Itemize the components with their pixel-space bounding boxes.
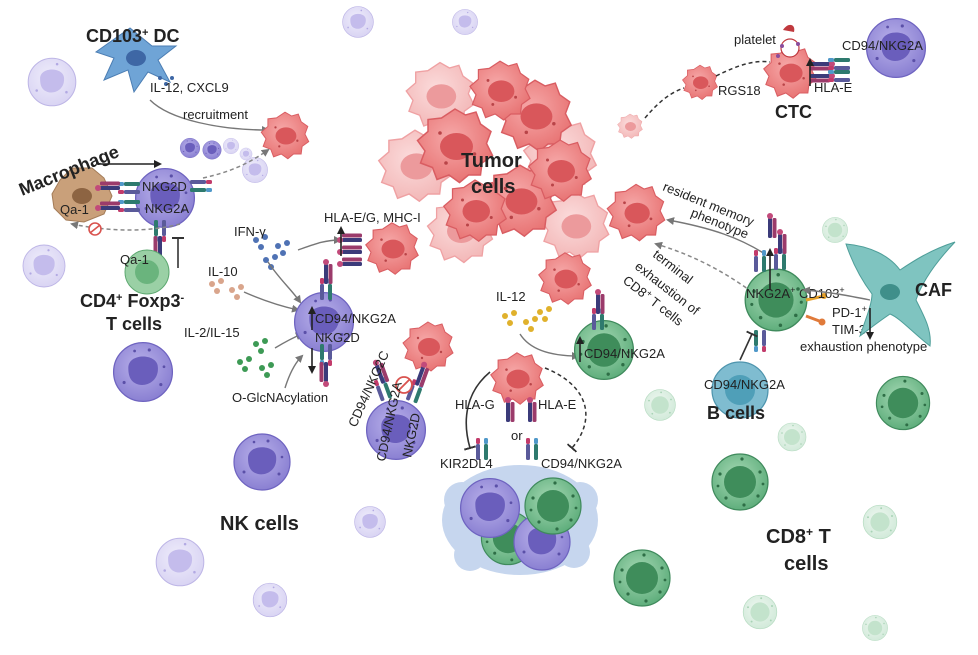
caf-label: CAF xyxy=(915,280,952,300)
ifn-to-tumor-arrow xyxy=(297,236,342,251)
nk-cell-macrophage xyxy=(134,167,196,229)
il12-dots xyxy=(502,306,552,332)
cd94-nkg2a-bottom-label: CD94/NKG2A xyxy=(541,456,622,471)
hla-eg-mhc-label: HLA-E/G, MHC-I xyxy=(324,210,421,225)
caf-arrow xyxy=(802,286,871,301)
ifn-gamma-dots xyxy=(253,234,290,270)
hla-g-inhibition xyxy=(463,371,491,451)
cd4-treg-label-1: CD4+ Foxp3- xyxy=(80,291,184,311)
cd8-t-cells-label-2: cells xyxy=(784,553,828,575)
b-cells-label: B cells xyxy=(707,403,765,423)
small-tumor-cell xyxy=(617,113,643,139)
nk-to-tumor-dashed xyxy=(202,148,270,179)
qa1-treg-label: Qa-1 xyxy=(120,252,149,267)
nk-to-macrophage-dashed xyxy=(70,221,181,231)
caf-cell xyxy=(845,241,956,347)
blocked-icon xyxy=(395,376,413,394)
ifn-to-nk-arrow xyxy=(267,261,302,304)
hla-e-label: HLA-E xyxy=(538,397,577,412)
qa1-left-label: Qa-1 xyxy=(60,202,89,217)
platelet-label: platelet xyxy=(734,32,776,47)
cd8-t-cells-label-1: CD8+ T xyxy=(766,525,831,548)
nk-cells-label: NK cells xyxy=(220,513,299,535)
tumor-cell-hla-g-e xyxy=(490,352,544,405)
cd103-dc-cell xyxy=(94,27,178,94)
pd1-label: PD-1+ xyxy=(832,304,867,320)
cd94-nkg2a-ctc-label: CD94/NKG2A xyxy=(842,38,923,53)
ctc-small-cell xyxy=(682,64,718,100)
nkg2a-cd103-label: NKG2A+ CD103+ xyxy=(746,285,845,301)
kir2dl4-label: KIR2DL4 xyxy=(440,456,493,471)
tumor-cell-cd8 xyxy=(538,252,592,305)
tumor-cells-label-2: cells xyxy=(471,176,515,198)
cd94-nkg2a-b-label: CD94/NKG2A xyxy=(704,377,785,392)
bottom-cell-cloud xyxy=(442,465,598,575)
resident-memory-arrow xyxy=(666,217,766,255)
pd1-tim3-receptors xyxy=(805,293,827,326)
tumor-cells-label-1: Tumor xyxy=(461,150,522,172)
exhaustion-phenotype-label: exhaustion phenotype xyxy=(800,339,927,354)
ctc-ligands xyxy=(810,58,850,83)
il12-to-cd8-arrow xyxy=(519,333,580,360)
tumor-cell-recruitment xyxy=(260,111,310,160)
nkg2d-top-label: NKG2D xyxy=(142,179,187,194)
background-nk-cells xyxy=(112,341,291,491)
ctc-path-2 xyxy=(715,60,771,77)
nkg2d-mid-label: NKG2D xyxy=(315,330,360,345)
recruitment-arrow xyxy=(149,99,270,134)
nkg2a-top-label: NKG2A xyxy=(145,201,189,216)
cd4-treg-label-2: T cells xyxy=(106,314,162,334)
o-glcnac-label: O-GlcNAcylation xyxy=(232,390,328,405)
cd94-nkg2a-mid-label: CD94/NKG2A xyxy=(315,311,396,326)
cd4-treg-cell xyxy=(124,249,170,295)
hla-e-inhibition xyxy=(544,367,587,453)
tumor-cell-right xyxy=(606,183,666,242)
oglcnac-arrow xyxy=(284,354,304,389)
b-cell-inhibition xyxy=(739,330,758,361)
recruitment-label: recruitment xyxy=(183,107,248,122)
il10-dots xyxy=(209,278,244,300)
il10-to-nk-arrow xyxy=(243,291,300,313)
b-cell xyxy=(711,361,769,419)
ctc-label: CTC xyxy=(775,102,812,122)
tumor-cell-nkg2c xyxy=(402,321,454,372)
il12-right-label: IL-12 xyxy=(496,289,526,304)
rgs18-label: RGS18 xyxy=(718,83,761,98)
hla-e-ctc-label: HLA-E xyxy=(814,80,853,95)
no-symbol-icon xyxy=(88,222,102,236)
tumor-cell-hla xyxy=(365,222,419,275)
ctc-path-1 xyxy=(644,87,685,119)
il2-il15-label: IL-2/IL-15 xyxy=(184,325,240,340)
cd94-nkg2a-cd8-label: CD94/NKG2A xyxy=(584,346,665,361)
il12-cxcl9-label: IL-12, CXCL9 xyxy=(150,80,229,95)
il10-label: IL-10 xyxy=(208,264,238,279)
ifn-gamma-label: IFN-γ xyxy=(234,224,266,239)
recruited-nk-cells xyxy=(179,137,253,161)
platelet-icon xyxy=(776,24,800,58)
or-label: or xyxy=(511,428,523,443)
il2-il15-dots xyxy=(237,338,274,378)
cd103-dc-label: CD103+ DC xyxy=(86,26,179,46)
hla-g-label: HLA-G xyxy=(455,397,495,412)
